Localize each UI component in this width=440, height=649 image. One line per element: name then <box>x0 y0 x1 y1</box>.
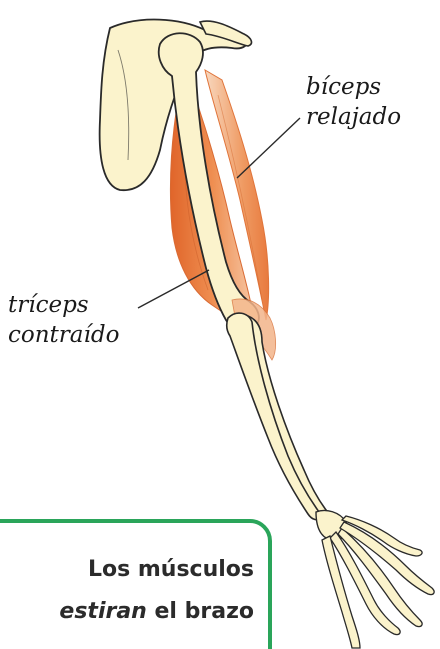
caption-emphasis-word: estiran <box>59 599 146 624</box>
caption-line-2: estiran el brazo <box>59 597 254 627</box>
caption-line-1: Los músculos <box>88 555 254 585</box>
biceps-label-line-1: bíceps <box>306 72 401 102</box>
biceps-leader-line <box>237 118 300 178</box>
biceps-label: bíceps relajado <box>306 72 401 132</box>
radius-bone <box>245 316 338 526</box>
triceps-label-line-2: contraído <box>8 320 119 350</box>
hand-bones <box>322 516 434 648</box>
caption-line-2-rest: el brazo <box>147 599 254 624</box>
biceps-label-line-2: relajado <box>306 102 401 132</box>
triceps-label-line-1: tríceps <box>8 290 119 320</box>
triceps-label: tríceps contraído <box>8 290 119 350</box>
caption-box: Los músculos estiran el brazo <box>0 519 272 649</box>
